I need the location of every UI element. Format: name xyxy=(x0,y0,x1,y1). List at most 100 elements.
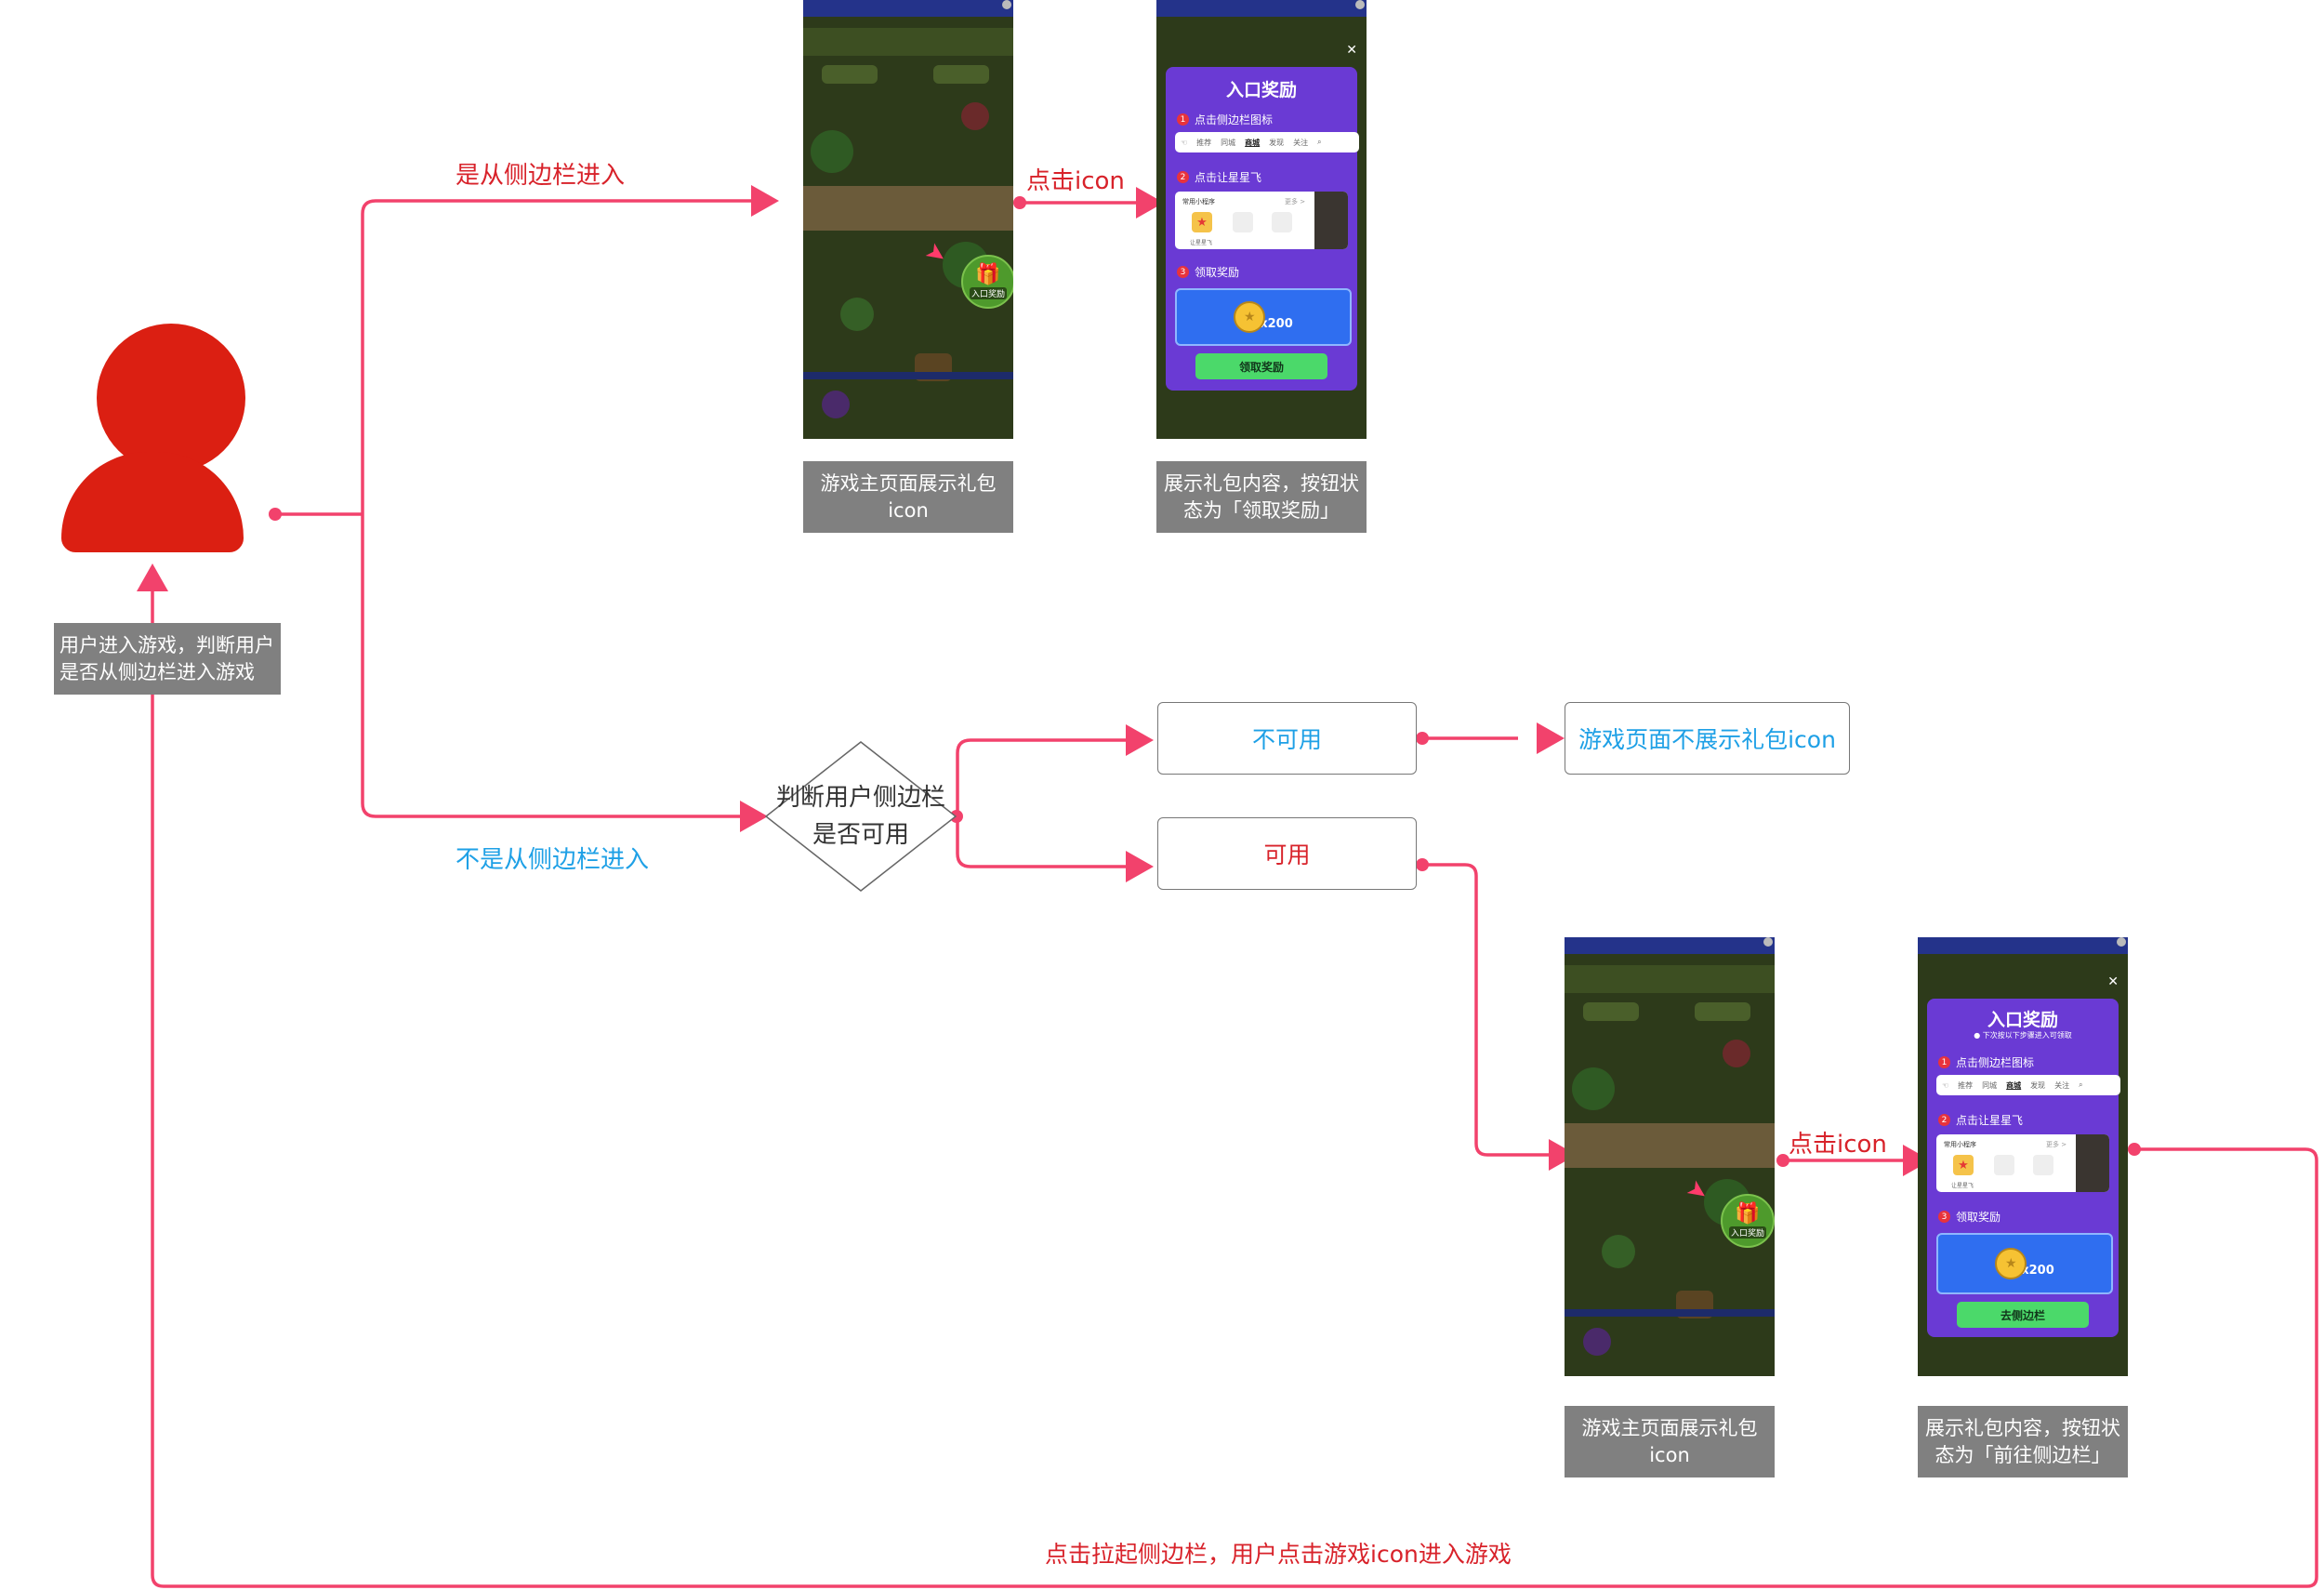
tab-label: 关注 xyxy=(1293,138,1309,147)
no-gift-icon-result: 游戏页面不展示礼包icon xyxy=(1565,702,1850,775)
modal-title: 入口奖励 xyxy=(1987,1010,2058,1030)
step-label: 点击让星星飞 xyxy=(1956,1114,2024,1127)
hand-icon: ☜ xyxy=(1181,138,1188,147)
tab-label: 关注 xyxy=(2054,1080,2070,1090)
caption-line: 态为「领取奖励」 xyxy=(1183,498,1340,522)
arrowhead xyxy=(1136,187,1164,219)
branch-label-not-from-sidebar: 不是从侧边栏进入 xyxy=(456,846,650,874)
caption-line: 态为「前往侧边栏」 xyxy=(1934,1443,2111,1466)
coin-icon: ★ xyxy=(1995,1248,2027,1279)
sidebar-tab-bar: ☜ 推荐 同城 商城 发现 关注 ⌕ xyxy=(1936,1075,2120,1095)
tab-label: 同城 xyxy=(1982,1080,1998,1090)
step-label: 点击让星星飞 xyxy=(1195,171,1262,184)
connector-loop-back xyxy=(151,591,2318,1588)
caption-line: 展示礼包内容，按钮状 xyxy=(1164,471,1359,495)
caption-game-main-top: 游戏主页面展示礼包icon xyxy=(803,461,1013,533)
connector-dot xyxy=(269,508,282,521)
sidebar-tab-bar: ☜ 推荐 同城 商城 发现 关注 ⌕ xyxy=(1175,132,1359,152)
close-icon[interactable]: ✕ xyxy=(2107,974,2119,989)
tab-label: 推荐 xyxy=(1196,138,1212,147)
arrowhead xyxy=(1903,1145,1931,1176)
mini-program-card: 常用小程序 更多 > ★ 让星星飞 xyxy=(1175,192,1348,249)
modal-title: 入口奖励 xyxy=(1225,80,1297,100)
game-screen-bottom: ➤ 🎁 入口奖励 xyxy=(1565,937,1775,1376)
connector-to-decision xyxy=(361,514,740,818)
card-more: 更多 > xyxy=(1285,198,1306,205)
star-app-icon: ★ xyxy=(1953,1155,1974,1175)
person-caption-line: 用户进入游戏，判断用户 xyxy=(59,633,274,656)
decision-text: 判断用户侧边栏 是否可用 xyxy=(764,777,957,855)
connector-dot xyxy=(1416,732,1429,745)
gift-badge-label: 入口奖励 xyxy=(1728,1226,1766,1239)
tab-label: 商城 xyxy=(2006,1080,2022,1090)
click-icon-label-bottom: 点击icon xyxy=(1789,1131,1887,1159)
card-app-label: 让星星飞 xyxy=(1951,1183,1974,1189)
coin-icon: ★ xyxy=(1234,301,1266,333)
tab-label: 同城 xyxy=(1221,138,1236,147)
click-icon-label-top: 点击icon xyxy=(1026,167,1125,195)
person-caption: 用户进入游戏，判断用户 是否从侧边栏进入游戏 xyxy=(54,623,281,695)
user-icon xyxy=(59,324,245,556)
step-label: 点击侧边栏图标 xyxy=(1956,1056,2035,1069)
search-icon: ⌕ xyxy=(2079,1080,2083,1089)
reward-amount: x200 xyxy=(2021,1263,2054,1278)
decision-diamond xyxy=(764,741,957,892)
gift-badge-icon[interactable]: 🎁 入口奖励 xyxy=(1721,1194,1775,1248)
game-screen-top: ➤ 🎁 入口奖励 xyxy=(803,0,1013,439)
arrowhead xyxy=(740,801,768,832)
goto-sidebar-button[interactable]: 去侧边栏 xyxy=(1957,1302,2089,1328)
decision-line: 是否可用 xyxy=(812,821,909,849)
connector-available-screen xyxy=(1422,863,1549,1157)
connector-to-unavailable xyxy=(956,738,1126,816)
arrowhead xyxy=(1549,1139,1577,1171)
connector-to-sidebar-entry xyxy=(361,199,751,514)
arrowhead xyxy=(137,563,168,591)
card-more: 更多 > xyxy=(2046,1141,2067,1148)
gift-badge-icon[interactable]: 🎁 入口奖励 xyxy=(961,255,1013,309)
connector-dot xyxy=(1776,1154,1789,1167)
caption-line: 展示礼包内容，按钮状 xyxy=(1925,1416,2120,1439)
tab-label: 推荐 xyxy=(1958,1080,1974,1090)
connector-dot xyxy=(1013,196,1026,209)
step-label: 领取奖励 xyxy=(1195,266,1240,279)
gift-icon: 🎁 xyxy=(975,262,1001,286)
tab-label: 商城 xyxy=(1245,138,1261,147)
close-icon[interactable]: ✕ xyxy=(1346,43,1357,58)
caption-modal-goto: 展示礼包内容，按钮状 态为「前往侧边栏」 xyxy=(1918,1406,2128,1477)
mini-program-card: 常用小程序 更多 > ★ 让星星飞 xyxy=(1936,1134,2109,1192)
card-app-label: 让星星飞 xyxy=(1190,240,1213,246)
step-label: 点击侧边栏图标 xyxy=(1195,113,1274,126)
connector-to-available xyxy=(956,816,1126,868)
tab-label: 发现 xyxy=(1269,138,1285,147)
reward-box: ★ x200 xyxy=(1175,288,1352,346)
tab-label: 发现 xyxy=(2030,1080,2046,1090)
card-title: 常用小程序 xyxy=(1944,1141,1976,1148)
claim-reward-button[interactable]: 领取奖励 xyxy=(1195,353,1327,379)
reward-box: ★ x200 xyxy=(1936,1233,2113,1294)
arrowhead xyxy=(1126,851,1154,882)
gift-badge-label: 入口奖励 xyxy=(969,286,1007,299)
arrowhead xyxy=(1126,724,1154,756)
connector-dot xyxy=(1416,858,1429,871)
hand-icon: ☜ xyxy=(1942,1080,1949,1090)
available-node: 可用 xyxy=(1157,817,1417,890)
modal-subtitle: ● 下次按以下步骤进入可领取 xyxy=(1974,1031,2072,1040)
branch-label-from-sidebar: 是从侧边栏进入 xyxy=(456,162,626,190)
connector-dot xyxy=(2128,1143,2141,1156)
unavailable-node: 不可用 xyxy=(1157,702,1417,775)
search-icon: ⌕ xyxy=(1317,138,1322,146)
gift-icon: 🎁 xyxy=(1735,1201,1761,1226)
reward-amount: x200 xyxy=(1260,316,1293,331)
